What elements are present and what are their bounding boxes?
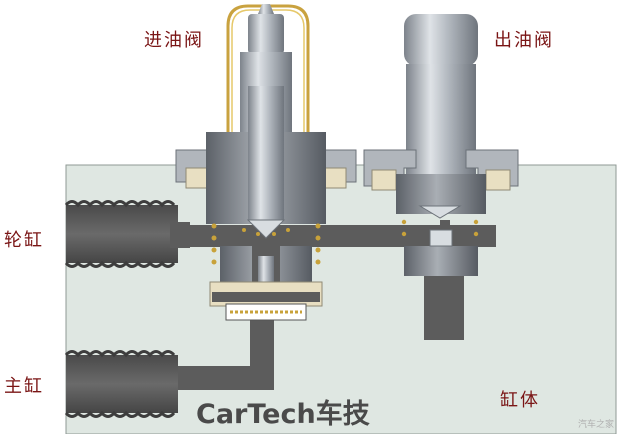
brand-suffix: 车技 — [315, 399, 370, 430]
inlet-valve — [175, 4, 357, 321]
master-cylinder-label: 主缸 — [4, 376, 44, 397]
inlet-valve-label: 进油阀 — [144, 30, 204, 51]
brand-name: CarTech — [196, 399, 316, 430]
master-cylinder-port — [64, 350, 178, 418]
wheel-cylinder-label: 轮缸 — [4, 230, 44, 251]
watermark: 汽车之家 — [577, 420, 614, 430]
inlet-valve-spring — [211, 223, 321, 265]
outlet-valve-label: 出油阀 — [494, 30, 554, 51]
cylinder-body-label: 缸体 — [500, 390, 540, 411]
wheel-cylinder-port — [64, 200, 190, 268]
brand-logo: CarTech车技 — [196, 392, 370, 431]
outlet-valve — [363, 14, 519, 276]
